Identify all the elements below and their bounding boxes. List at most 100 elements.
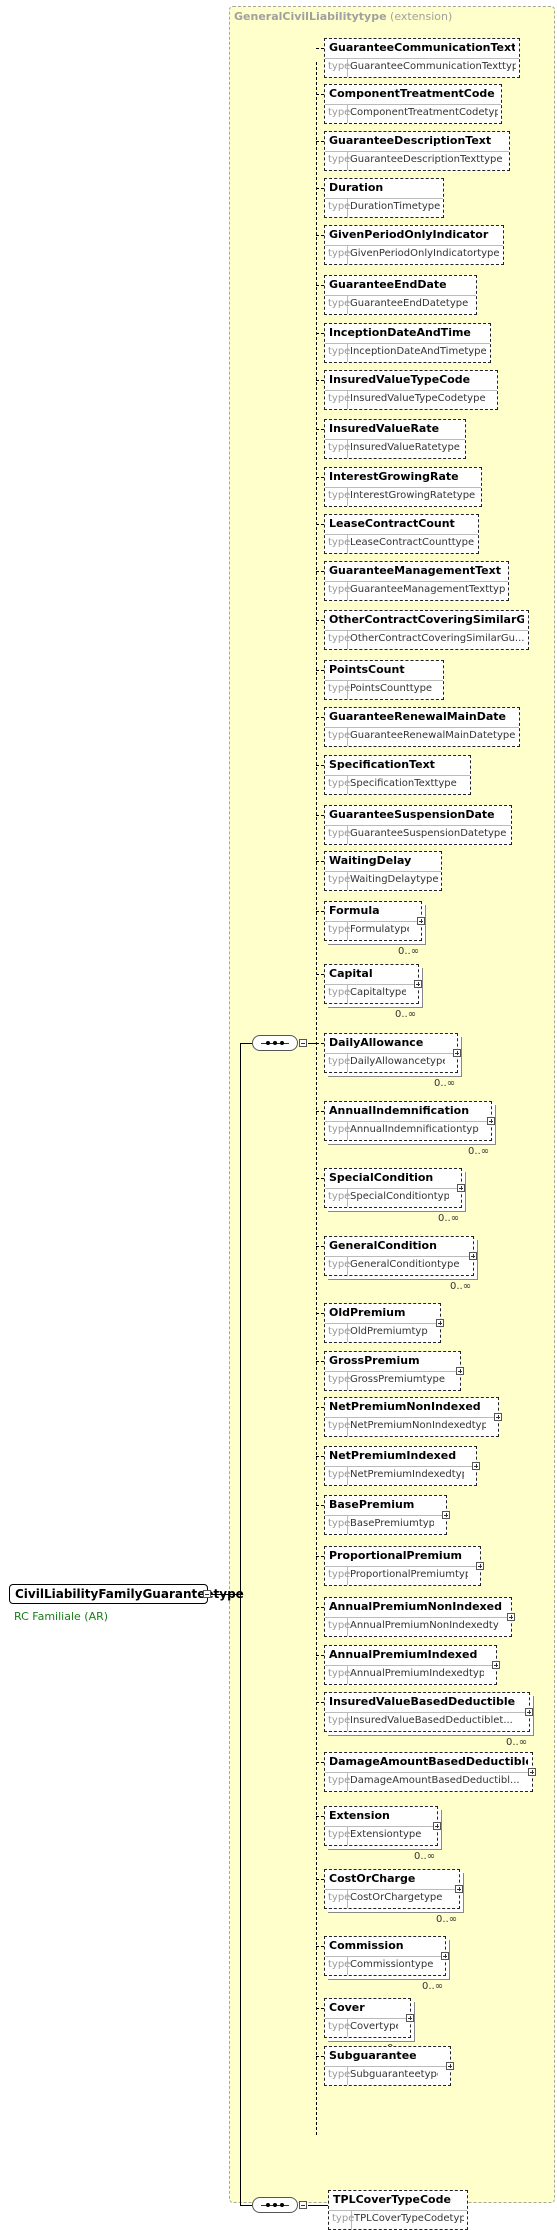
expand-icon[interactable]	[417, 917, 425, 925]
type-keyword: type	[328, 1374, 351, 1385]
sequence-compositor-icon[interactable]	[252, 1035, 298, 1051]
root-collapse-icon[interactable]	[203, 1590, 211, 1598]
element-name: NetPremiumNonIndexed	[329, 1400, 481, 1413]
connector-element	[316, 1246, 324, 1247]
connector-children-trunk	[316, 62, 317, 2135]
connector-element	[316, 380, 324, 381]
expand-icon[interactable]	[456, 1367, 464, 1375]
sequence-collapse-icon[interactable]	[299, 1039, 307, 1047]
connector-element	[316, 1178, 324, 1179]
type-keyword: type	[328, 924, 351, 935]
type-keyword: type	[328, 1056, 351, 1067]
element-name: Commission	[329, 1939, 404, 1952]
expand-icon[interactable]	[494, 1413, 502, 1421]
connector-element	[316, 1762, 324, 1763]
sequence-compositor-icon-tpl[interactable]	[252, 2197, 298, 2213]
element-name: WaitingDelay	[329, 854, 412, 867]
expand-icon[interactable]	[455, 1885, 463, 1893]
element-tplcovertypecode[interactable]: TPLCoverTypeCode type TPLCoverTypeCodety…	[328, 2190, 468, 2230]
connector-element	[316, 1407, 324, 1408]
connector-element	[316, 815, 324, 816]
element-name: InterestGrowingRate	[329, 470, 459, 483]
expand-icon[interactable]	[414, 980, 422, 988]
type-keyword: type	[328, 107, 351, 118]
element-name: Formula	[329, 904, 380, 917]
root-element[interactable]: CivilLiabilityFamilyGuaranteetype	[9, 1584, 244, 1604]
element-type: InsuredValueBasedDeductiblet...	[350, 1715, 513, 1726]
expand-icon[interactable]	[436, 1319, 444, 1327]
element-type: NetPremiumIndexedtype	[350, 1469, 464, 1480]
expand-icon[interactable]	[453, 1049, 461, 1057]
expand-icon[interactable]	[406, 2014, 414, 2022]
connector-element	[316, 188, 324, 189]
connector-element	[316, 429, 324, 430]
expand-icon[interactable]	[441, 1952, 449, 1960]
element-type: ProportionalPremiumtype	[350, 1569, 468, 1580]
type-keyword: type	[328, 1775, 351, 1786]
expand-icon[interactable]	[528, 1768, 536, 1776]
expand-icon[interactable]	[476, 1562, 484, 1570]
expand-icon[interactable]	[469, 1252, 477, 1260]
type-keyword: type	[328, 1326, 351, 1337]
expand-icon[interactable]	[446, 2062, 454, 2070]
type-keyword: type	[328, 987, 351, 998]
element-name: GuaranteeSuspensionDate	[329, 808, 495, 821]
sequence-collapse-icon-tpl[interactable]	[299, 2201, 307, 2209]
expand-icon[interactable]	[433, 1822, 441, 1830]
element-name: SpecificationText	[329, 758, 435, 771]
expand-icon[interactable]	[487, 1117, 495, 1125]
connector-element	[316, 333, 324, 334]
expand-icon[interactable]	[525, 1708, 533, 1716]
expand-icon[interactable]	[457, 1184, 465, 1192]
expand-icon[interactable]	[507, 1613, 515, 1621]
expand-icon[interactable]	[442, 1511, 450, 1519]
expand-icon[interactable]	[472, 1462, 480, 1470]
element-type: SpecificationTexttype	[350, 778, 457, 789]
element-type: OldPremiumtype	[350, 1326, 428, 1337]
connector-element	[316, 1946, 324, 1947]
element-name: PointsCount	[329, 663, 405, 676]
expand-icon[interactable]	[492, 1661, 500, 1669]
type-keyword: type	[328, 201, 351, 212]
type-keyword: type	[328, 683, 351, 694]
